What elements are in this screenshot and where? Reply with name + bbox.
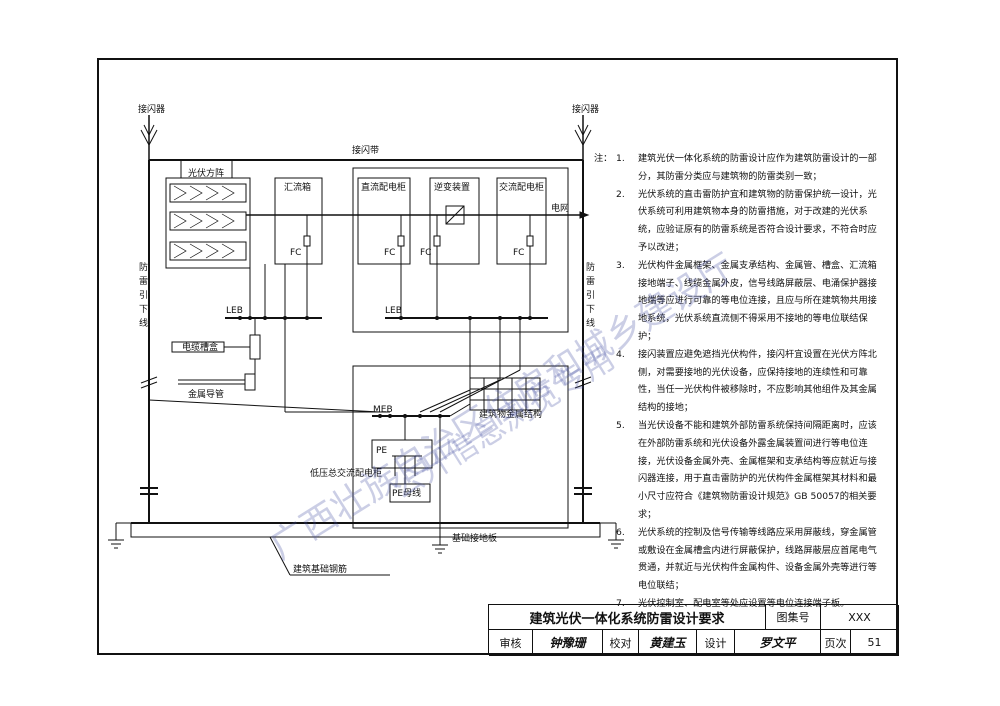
fc-label-4: FC — [513, 248, 524, 258]
air-terminal-right-label: 接闪器 — [572, 103, 599, 115]
review-signature: 钟豫珊 — [533, 630, 603, 656]
note-item: 3. 光伏构件金属框架、金属支承结构、金属管、槽盒、汇流箱接地端子、线缆金属外皮，… — [606, 257, 884, 346]
note-text: 光伏控制室、配电室等处应设置等电位连接端子板。 — [638, 597, 850, 609]
note-item: 5. 当光伏设备不能和建筑外部防雷系统保持间隔距离时，应该在外部防雷系统和光伏设备… — [606, 417, 884, 524]
cable-tray-label: 电缆槽盒 — [182, 341, 218, 353]
check-label: 校对 — [603, 630, 639, 656]
inverter-label: 逆变装置 — [434, 181, 470, 193]
note-number: 4. — [616, 348, 625, 360]
note-item: 2. 光伏系统的直击雷防护宜和建筑物的防雷保护统一设计，光伏系统可利用建筑物本身的… — [606, 186, 884, 257]
note-item: 7. 光伏控制室、配电室等处应设置等电位连接端子板。 — [606, 595, 884, 613]
note-item: 4. 接闪装置应避免遮挡光伏构件，接闪杆宜设置在光伏方阵北侧，对需要接地的光伏设备… — [606, 346, 884, 417]
notes-heading: 注： — [594, 153, 613, 164]
pe-bus-label: PE母线 — [392, 487, 421, 499]
note-number: 7. — [616, 597, 625, 609]
air-terminal-left-label: 接闪器 — [138, 103, 165, 115]
note-number: 2. — [616, 188, 625, 200]
note-item: 注：1. 建筑光伏一体化系统的防雷设计应作为建筑防雷设计的一部分，其防雷分类应与建… — [594, 150, 884, 186]
fc-label-2: FC — [384, 248, 395, 258]
design-signature: 罗文平 — [735, 630, 821, 656]
drawing-frame — [97, 58, 898, 655]
note-number: 3. — [616, 259, 625, 271]
review-label: 审核 — [489, 630, 533, 656]
note-item: 6. 光伏系统的控制及信号传输等线路应采用屏蔽线，穿金属管或敷设在金属槽盒内进行屏… — [606, 524, 884, 595]
metal-conduit-label: 金属导管 — [188, 388, 224, 400]
leb-label-2: LEB — [385, 306, 402, 316]
down-conductor-right-label: 防雷引下线 — [586, 261, 595, 329]
meb-label: MEB — [373, 405, 393, 415]
note-text: 光伏系统的直击雷防护宜和建筑物的防雷保护统一设计，光伏系统可利用建筑物本身的防雷… — [638, 188, 877, 253]
atlas-label: 图集号 — [766, 605, 821, 630]
page-number: 51 — [851, 630, 899, 656]
note-number: 6. — [616, 526, 625, 538]
combiner-box-label: 汇流箱 — [284, 181, 311, 193]
design-label: 设计 — [697, 630, 735, 656]
atlas-value: XXX — [821, 605, 899, 630]
design-notes: 注：1. 建筑光伏一体化系统的防雷设计应作为建筑防雷设计的一部分，其防雷分类应与建… — [594, 150, 884, 613]
title-block: 建筑光伏一体化系统防雷设计要求 图集号 XXX 审核 钟豫珊 校对 黄建玉 设计… — [488, 604, 899, 656]
check-signature: 黄建玉 — [639, 630, 697, 656]
leb-label-1: LEB — [226, 306, 243, 316]
fc-label-1: FC — [290, 248, 301, 258]
down-conductor-left-label: 防雷引下线 — [139, 261, 148, 329]
drawing-title: 建筑光伏一体化系统防雷设计要求 — [489, 605, 766, 630]
foundation-rebar-label: 建筑基础钢筋 — [293, 563, 347, 575]
dc-cabinet-label: 直流配电柜 — [361, 181, 406, 193]
building-metal-label: 建筑物金属结构 — [479, 408, 542, 420]
note-text: 建筑光伏一体化系统的防雷设计应作为建筑防雷设计的一部分，其防雷分类应与建筑物的防… — [638, 153, 877, 182]
air-termination-belt-label: 接闪带 — [352, 144, 379, 156]
page-label: 页次 — [821, 630, 851, 656]
note-text: 光伏构件金属框架、金属支承结构、金属管、槽盒、汇流箱接地端子、线缆金属外皮，信号… — [638, 259, 877, 342]
pv-array-label: 光伏方阵 — [188, 167, 224, 179]
note-number: 1. — [616, 153, 625, 164]
note-text: 光伏系统的控制及信号传输等线路应采用屏蔽线，穿金属管或敷设在金属槽盒内进行屏蔽保… — [638, 526, 877, 592]
earthing-plate-label: 基础接地板 — [452, 532, 497, 544]
pe-label: PE — [376, 446, 387, 456]
ac-cabinet-label: 交流配电柜 — [499, 181, 544, 193]
note-text: 当光伏设备不能和建筑外部防雷系统保持间隔距离时，应该在外部防雷系统和光伏设备外露… — [638, 419, 877, 520]
grid-label: 电网 — [551, 202, 569, 214]
note-text: 接闪装置应避免遮挡光伏构件，接闪杆宜设置在光伏方阵北侧，对需要接地的光伏设备，应… — [638, 348, 877, 414]
note-number: 5. — [616, 419, 625, 431]
lv-panel-label: 低压总交流配电柜 — [310, 467, 382, 479]
fc-label-3: FC — [420, 248, 431, 258]
